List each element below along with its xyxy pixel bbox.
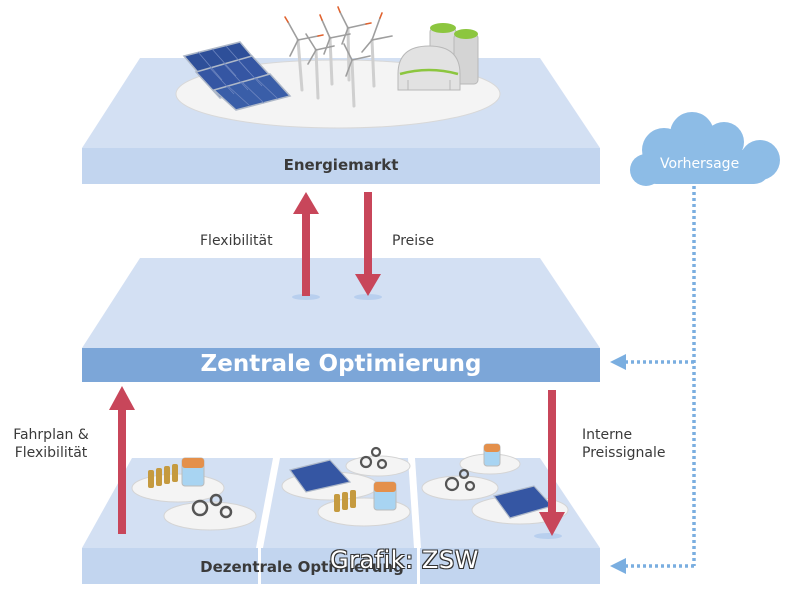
- internal-price-signals-label: Interne Preissignale: [582, 426, 665, 462]
- internal-signals-down-arrow: [534, 390, 565, 539]
- schedule-flexibility-label: Fahrplan & Flexibilität: [4, 426, 98, 462]
- zentrale-optimierung-plate: [82, 258, 600, 382]
- forecast-to-decentral-arrowhead: [610, 558, 626, 574]
- decentral-unit-left: [131, 457, 257, 531]
- gear-icon: [359, 446, 388, 470]
- gear-icon: [444, 468, 476, 492]
- wind-turbine-icon: [284, 6, 393, 108]
- prices-down-arrow: [354, 192, 382, 300]
- storage-tank-icon: [181, 457, 205, 487]
- solar-panel-icon: [182, 41, 292, 111]
- battery-icon: [334, 490, 356, 512]
- forecast-label: Vorhersage: [660, 156, 740, 172]
- solar-panel-icon: [288, 459, 352, 493]
- battery-icon: [148, 464, 178, 488]
- decentral-unit-middle: [281, 446, 411, 527]
- prices-label: Preise: [392, 233, 435, 249]
- flexibility-label: Flexibilität: [200, 233, 273, 249]
- forecast-dotted-connector: [624, 186, 696, 568]
- internal-label-line2: Preissignale: [582, 445, 666, 461]
- gear-icon: [191, 493, 233, 519]
- storage-tank-icon: [483, 443, 501, 467]
- image-credit-watermark: Grafik: ZSW: [330, 546, 479, 574]
- energiemarkt-label: Energiemarkt: [283, 156, 399, 174]
- zentrale-optimierung-label: Zentrale Optimierung: [200, 351, 482, 377]
- biogas-plant-icon: [397, 23, 479, 91]
- schedule-label-line2: Flexibilität: [14, 445, 88, 461]
- schedule-label-line1: Fahrplan &: [13, 427, 89, 443]
- flexibility-up-arrow: [292, 192, 320, 300]
- forecast-to-central-arrowhead: [610, 354, 626, 370]
- dezentrale-optimierung-label: Dezentrale Optimierung: [200, 558, 404, 576]
- storage-tank-icon: [373, 481, 397, 511]
- forecast-cloud-icon: [630, 112, 780, 186]
- schedule-up-arrow: [109, 386, 135, 534]
- internal-label-line1: Interne: [582, 427, 633, 443]
